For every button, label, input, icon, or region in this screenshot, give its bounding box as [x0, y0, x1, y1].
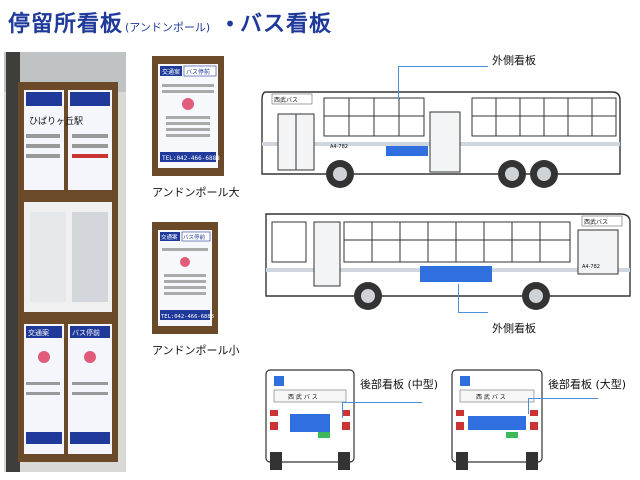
pole-large-image: 交通案 バス停前 TEL:042-466-6888 — [152, 56, 224, 176]
rear-large-name: 西 武 バ ス — [476, 393, 506, 401]
flower-logo-icon — [180, 257, 190, 267]
leader-line — [458, 284, 460, 312]
bus-side-bottom: 西武バス A4-782 — [260, 208, 638, 312]
pole-small-phone: TEL:042-466-6888 — [161, 314, 214, 320]
leader-line — [528, 398, 530, 414]
side-top-label: 外側看板 — [492, 54, 536, 67]
page-title: 停留所看板 — [8, 12, 124, 37]
bus-destination: 西武バス — [274, 96, 298, 104]
rear-ad-panel-medium — [290, 414, 330, 432]
pole-photo-illustration: ひばりヶ丘駅 交通案 バス停前 — [4, 52, 126, 472]
bus-rear-medium: 西 武 バ ス — [264, 368, 356, 474]
route-label-2: バス停前 — [72, 328, 100, 337]
leader-line — [398, 66, 488, 68]
pole-small-image: 交通案 バス停前 TEL:042-466-6888 — [152, 222, 218, 334]
pole-photo: ひばりヶ丘駅 交通案 バス停前 — [4, 52, 126, 472]
bus-side-top: 西武バス A4-782 — [258, 86, 628, 190]
leader-line — [458, 312, 488, 314]
pole-large-phone: TEL:042-466-6888 — [162, 155, 220, 162]
pole-large-caption: アンドンポール大 — [152, 186, 240, 199]
stop-name: ひばりヶ丘駅 — [29, 116, 83, 127]
leader-line — [528, 398, 598, 400]
leader-line — [398, 66, 400, 100]
page-subtitle: (アンドンポール) — [125, 21, 211, 34]
bus-number: A4-782 — [330, 144, 348, 150]
leader-line — [342, 402, 422, 404]
flower-logo-icon — [182, 98, 194, 110]
section-title: バス看板 — [239, 12, 332, 37]
rear-medium-name: 西 武 バ ス — [288, 393, 318, 401]
bus-rear-large: 西 武 バ ス — [450, 368, 544, 474]
flower-logo-icon — [84, 351, 96, 363]
rear-large-label: 後部看板 (大型) — [548, 378, 627, 391]
side-bottom-label: 外側看板 — [492, 322, 536, 335]
bus-number-2: A4-782 — [582, 264, 600, 270]
pole-small-tag-left: 交通案 — [161, 233, 178, 241]
bullet-icon: • — [224, 12, 236, 36]
pole-small-tag-right: バス停前 — [183, 233, 206, 241]
flower-logo-icon — [38, 351, 50, 363]
pole-small-caption: アンドンポール小 — [152, 344, 240, 357]
leader-line — [342, 402, 344, 418]
route-label: 交通案 — [28, 328, 49, 337]
pole-large-tag-right: バス停前 — [186, 68, 210, 76]
header: 停留所看板 (アンドンポール) • バス看板 — [8, 6, 332, 37]
bus-destination-2: 西武バス — [584, 218, 608, 226]
pole-large-tag-left: 交通案 — [162, 68, 180, 76]
rear-ad-panel-large — [468, 416, 526, 430]
side-ad-panel — [386, 146, 428, 156]
rear-medium-label: 後部看板 (中型) — [360, 378, 439, 391]
side-ad-panel-2 — [420, 266, 492, 282]
